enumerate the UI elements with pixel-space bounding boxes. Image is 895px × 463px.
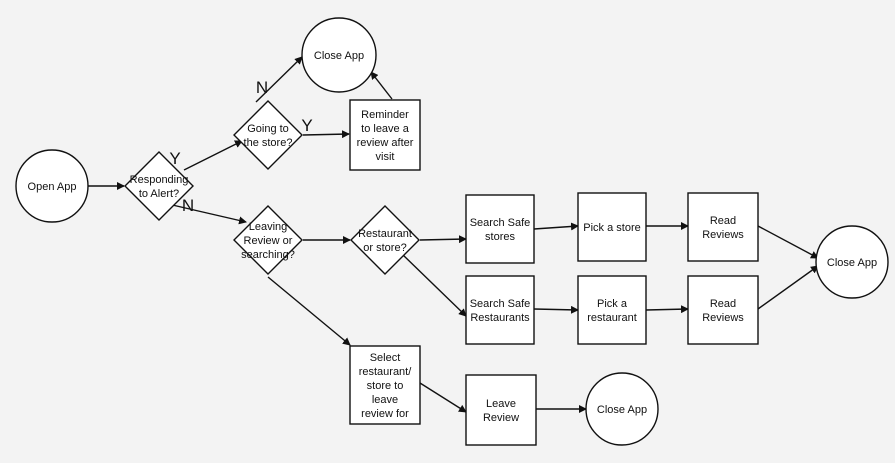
node-close-app-top: Close App xyxy=(301,17,377,93)
node-leaving-review-diamond xyxy=(233,205,303,275)
node-open-app-label-line: Open App xyxy=(28,181,77,193)
node-pick-restaurant-label-line: Pick a xyxy=(597,298,628,310)
edge-read-reviews-2-to-close-app-right xyxy=(757,265,819,310)
node-open-app-circle xyxy=(15,149,89,223)
edge-label-responding-to-going-store: Y xyxy=(169,149,180,168)
node-going-store-diamond xyxy=(233,100,303,170)
edge-reminder-to-close-app-top xyxy=(370,71,393,100)
node-close-app-right: Close App xyxy=(815,225,889,299)
node-close-app-bottom-circle xyxy=(585,372,659,446)
node-reminder-label-line: to leave a xyxy=(361,123,410,135)
edge-going-store-to-reminder xyxy=(302,130,350,139)
node-pick-store-label-line: Pick a store xyxy=(583,222,640,234)
node-close-app-right-circle xyxy=(815,225,889,299)
node-search-stores-label-line: stores xyxy=(485,231,515,243)
node-going-store-label-line: the store? xyxy=(244,137,293,149)
node-read-reviews-2-label-line: Read xyxy=(710,298,736,310)
edge-restaurant-store-to-search-restaurants xyxy=(401,253,467,317)
node-responding-label-line: to Alert? xyxy=(139,188,179,200)
node-pick-restaurant: Pick a restaurant xyxy=(577,275,647,345)
node-close-app-top-circle xyxy=(301,17,377,93)
node-search-stores-label-line: Search Safe xyxy=(470,217,531,229)
node-responding: Responding to Alert? xyxy=(124,151,194,221)
node-select-place-label-line: review for xyxy=(361,408,409,420)
edge-responding-to-going-store xyxy=(183,140,243,171)
node-pick-restaurant-label-line: restaurant xyxy=(587,312,637,324)
edge-labels-layer: Y N N Y xyxy=(169,78,312,215)
node-restaurant-store-diamond xyxy=(350,205,420,275)
node-select-place-label-line: store to xyxy=(367,380,404,392)
node-leave-review-label-line: Leave xyxy=(486,398,516,410)
node-reminder-label-line: visit xyxy=(376,151,395,163)
node-leaving-review-label-line: searching? xyxy=(241,249,295,261)
edge-label-responding-to-leaving-review: N xyxy=(182,196,194,215)
edge-restaurant-store-to-search-stores xyxy=(419,235,467,244)
node-restaurant-store-label-line: Restaurant xyxy=(358,228,412,240)
nodes-layer: Open App Responding to Alert? Going to the s… xyxy=(15,17,889,446)
node-reminder-label-line: Reminder xyxy=(361,109,409,121)
edge-search-stores-to-pick-store xyxy=(533,222,579,231)
node-going-store-label-line: Going to xyxy=(247,123,289,135)
node-select-place: Select restaurant/store to leave review for xyxy=(349,345,421,425)
node-read-reviews-1-label-line: Read xyxy=(710,215,736,227)
node-leaving-review-label-line: Review or xyxy=(244,235,293,247)
node-pick-store: Pick a store xyxy=(577,192,647,262)
edge-leaving-review-to-select-place xyxy=(267,276,351,346)
node-responding-diamond xyxy=(124,151,194,221)
node-search-stores-box xyxy=(465,194,535,264)
node-select-place-box xyxy=(349,345,421,425)
node-read-reviews-1-label-line: Reviews xyxy=(702,229,744,241)
node-restaurant-store-label-line: or store? xyxy=(363,242,406,254)
edges-layer xyxy=(88,56,819,413)
node-pick-store-box xyxy=(577,192,647,262)
node-close-app-right-label-line: Close App xyxy=(827,257,877,269)
node-close-app-top-label-line: Close App xyxy=(314,50,364,62)
node-read-reviews-1-box xyxy=(687,192,759,262)
node-going-store: Going to the store? xyxy=(233,100,303,170)
edge-pick-restaurant-to-read-reviews-2 xyxy=(645,305,689,314)
edge-select-place-to-leave-review xyxy=(419,382,467,413)
node-pick-restaurant-box xyxy=(577,275,647,345)
node-open-app: Open App xyxy=(15,149,89,223)
node-select-place-label-line: leave xyxy=(372,394,398,406)
node-select-place-label-line: restaurant/ xyxy=(359,366,413,378)
node-reminder-label-line: review after xyxy=(357,137,414,149)
node-search-restaurants-label-line: Restaurants xyxy=(470,312,530,324)
node-reminder: Reminder to leave a review after visit xyxy=(349,99,421,171)
edge-responding-to-leaving-review xyxy=(167,203,247,225)
node-restaurant-store: Restaurant or store? xyxy=(350,205,420,275)
node-read-reviews-2-label-line: Reviews xyxy=(702,312,744,324)
node-select-place-label-line: Select xyxy=(370,352,401,364)
node-search-restaurants-box xyxy=(465,275,535,345)
edge-label-going-store-to-reminder: Y xyxy=(301,116,312,135)
edge-going-store-to-close-app-top xyxy=(255,56,303,103)
node-close-app-bottom-label-line: Close App xyxy=(597,404,647,416)
node-leaving-review-label-line: Leaving xyxy=(249,221,288,233)
node-responding-label-line: Responding xyxy=(130,174,189,186)
node-leave-review-label-line: Review xyxy=(483,412,519,424)
edge-label-going-store-to-close-app-top: N xyxy=(256,78,268,97)
node-leave-review-box xyxy=(465,374,537,446)
edge-read-reviews-1-to-close-app-right xyxy=(757,225,819,259)
node-close-app-bottom: Close App xyxy=(585,372,659,446)
edge-search-restaurants-to-pick-restaurant xyxy=(533,305,579,314)
node-search-stores: Search Safe stores xyxy=(465,194,535,264)
node-read-reviews-2-box xyxy=(687,275,759,345)
node-search-restaurants-label-line: Search Safe xyxy=(470,298,531,310)
node-reminder-box xyxy=(349,99,421,171)
